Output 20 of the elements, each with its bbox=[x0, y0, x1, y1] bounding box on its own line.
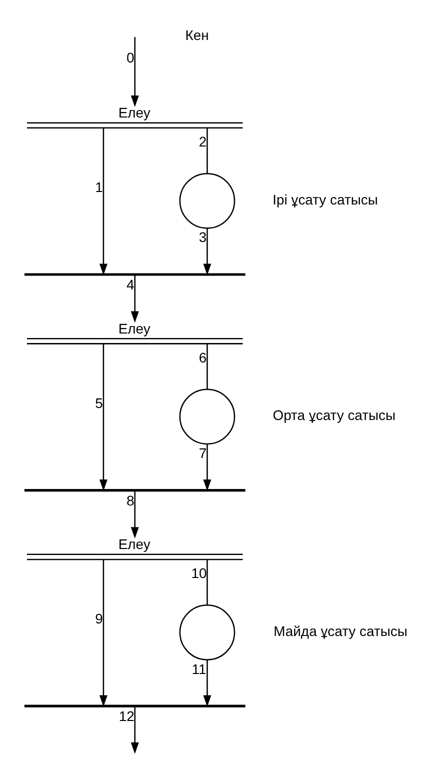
edge-label: 10 bbox=[191, 565, 207, 582]
edge-label: 4 bbox=[126, 276, 134, 292]
edge-label: 12 bbox=[118, 708, 134, 724]
edge-label: 9 bbox=[95, 610, 103, 627]
node-label: Орта ұсату сатысы bbox=[272, 407, 396, 424]
node-label: Майда ұсату сатысы bbox=[274, 623, 408, 640]
edge-label: 7 bbox=[198, 445, 207, 462]
edge-label: 11 bbox=[192, 660, 206, 677]
edge-label: 5 bbox=[95, 394, 103, 411]
edge-label: 0 bbox=[126, 50, 134, 66]
edge-label: 8 bbox=[126, 492, 134, 508]
node-text: Елеу bbox=[118, 320, 150, 336]
edge-label: 3 bbox=[198, 229, 207, 246]
label: Кен bbox=[185, 27, 209, 44]
edge-label: 6 bbox=[198, 349, 207, 366]
node-label: Ірі ұсату сатысы bbox=[272, 191, 378, 208]
edge-label: 1 bbox=[95, 179, 103, 196]
node-text: Елеу bbox=[118, 536, 150, 552]
node-text: Елеу bbox=[118, 104, 150, 121]
edge-label: 2 bbox=[198, 134, 207, 150]
